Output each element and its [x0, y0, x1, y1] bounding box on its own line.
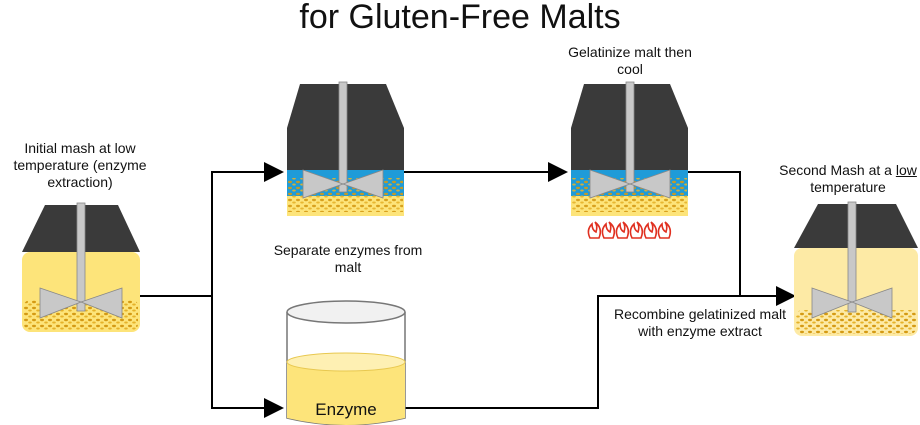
flow-arrows [140, 162, 796, 418]
second-mash-label-post: temperature [810, 179, 886, 195]
initial-mash-label: Initial mash at low temperature (enzyme … [13, 140, 147, 190]
second-mash-label-low: low [895, 162, 917, 178]
separate-label: Separate enzymes from malt [273, 242, 423, 275]
arrow-to-enzyme-beaker [211, 296, 284, 418]
second-mash-label-pre: Second Mash at a [779, 162, 892, 178]
arrow-enzyme-to-second-mash [405, 295, 740, 409]
gelatinize-vessel [571, 81, 688, 216]
enzyme-beaker [286, 300, 406, 425]
initial-mash-vessel [22, 202, 140, 332]
diagram-title: for Gluten-Free Malts [299, 0, 621, 36]
separation-vessel [287, 81, 404, 216]
arrow-cook-to-second-mash [688, 171, 796, 306]
arrow-to-gelatinize-vessel [211, 162, 284, 296]
second-mash-label: Second Mash at a low temperature [776, 162, 920, 196]
recombine-label: Recombine gelatinized malt with enzyme e… [614, 306, 786, 339]
flame-icon [587, 221, 672, 239]
enzyme-beaker-label: Enzyme [315, 400, 377, 419]
second-mash-vessel [794, 201, 918, 336]
gelatinize-label: Gelatinize malt then cool [568, 44, 692, 77]
